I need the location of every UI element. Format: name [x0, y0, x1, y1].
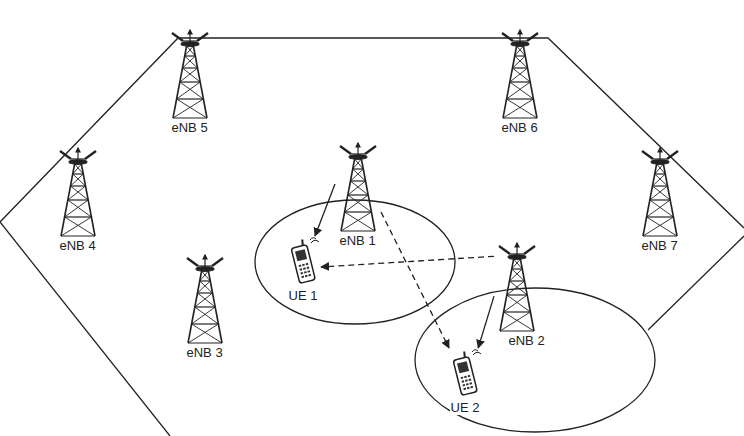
node-label: eNB 6	[501, 120, 539, 135]
phone-icon	[447, 348, 483, 398]
tower-icon	[55, 148, 101, 236]
tower-icon	[497, 30, 543, 118]
interference-arrow	[381, 212, 449, 348]
tower-icon	[167, 30, 213, 118]
signal-arrow	[315, 184, 335, 236]
node-label: eNB 1	[339, 233, 377, 248]
cluster-outline	[0, 38, 744, 436]
base-station: eNB 5	[167, 30, 213, 135]
user-equipment: UE 1	[285, 236, 321, 303]
base-station: eNB 4	[55, 148, 101, 253]
base-station: eNB 3	[182, 255, 228, 360]
node-label: eNB 5	[171, 120, 209, 135]
tower-icon	[182, 255, 228, 343]
interference-arrow	[321, 256, 494, 267]
tower-icon	[494, 243, 540, 331]
node-label: UE 1	[288, 288, 319, 303]
coverage-ellipse	[255, 200, 455, 324]
user-equipment: UE 2	[447, 348, 483, 415]
base-station: eNB 1	[335, 143, 381, 248]
tower-icon	[637, 148, 683, 236]
signal-arrow	[478, 296, 494, 348]
tower-icon	[335, 143, 381, 231]
node-label: UE 2	[450, 400, 481, 415]
node-label: eNB 2	[508, 333, 546, 348]
node-label: eNB 3	[186, 345, 224, 360]
node-label: eNB 7	[641, 238, 679, 253]
base-station: eNB 2	[494, 243, 547, 348]
phone-icon	[285, 236, 321, 286]
coverage-ellipse	[415, 288, 655, 432]
base-station: eNB 6	[497, 30, 543, 135]
base-station: eNB 7	[637, 148, 683, 253]
node-label: eNB 4	[59, 238, 97, 253]
